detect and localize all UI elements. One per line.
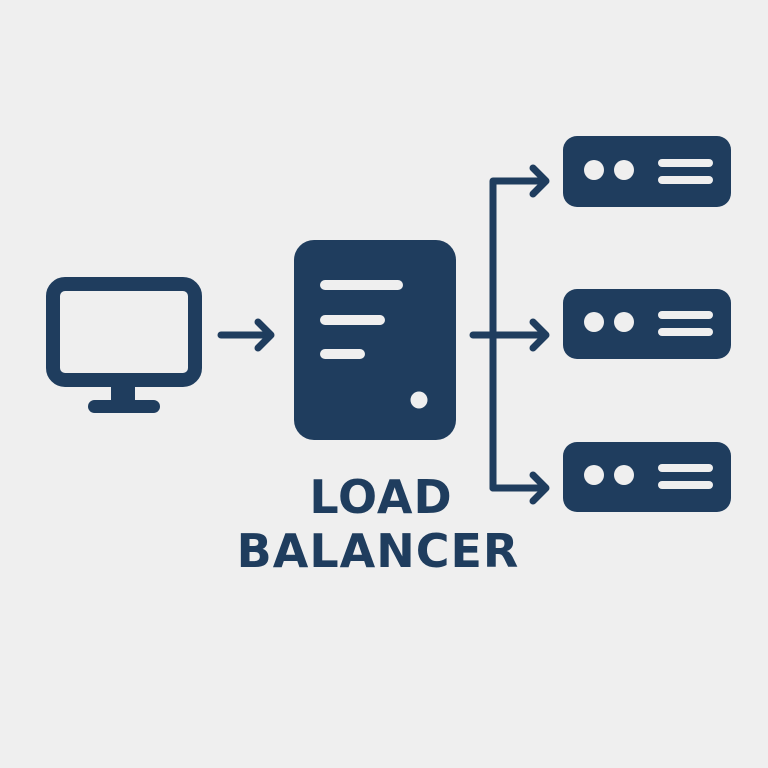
load-balancer-label-line2: BALANCER — [236, 524, 520, 578]
load-balancer-label-line1: LOAD — [309, 470, 453, 524]
arrow-lb-to-servers — [469, 164, 550, 505]
server-rack-icon-2 — [563, 289, 731, 359]
monitor-icon — [46, 277, 202, 413]
server-rack-icon-3 — [563, 442, 731, 512]
server-tower-icon — [294, 240, 456, 440]
arrow-client-to-lb — [217, 318, 275, 352]
server-rack-icon-1 — [563, 136, 731, 207]
